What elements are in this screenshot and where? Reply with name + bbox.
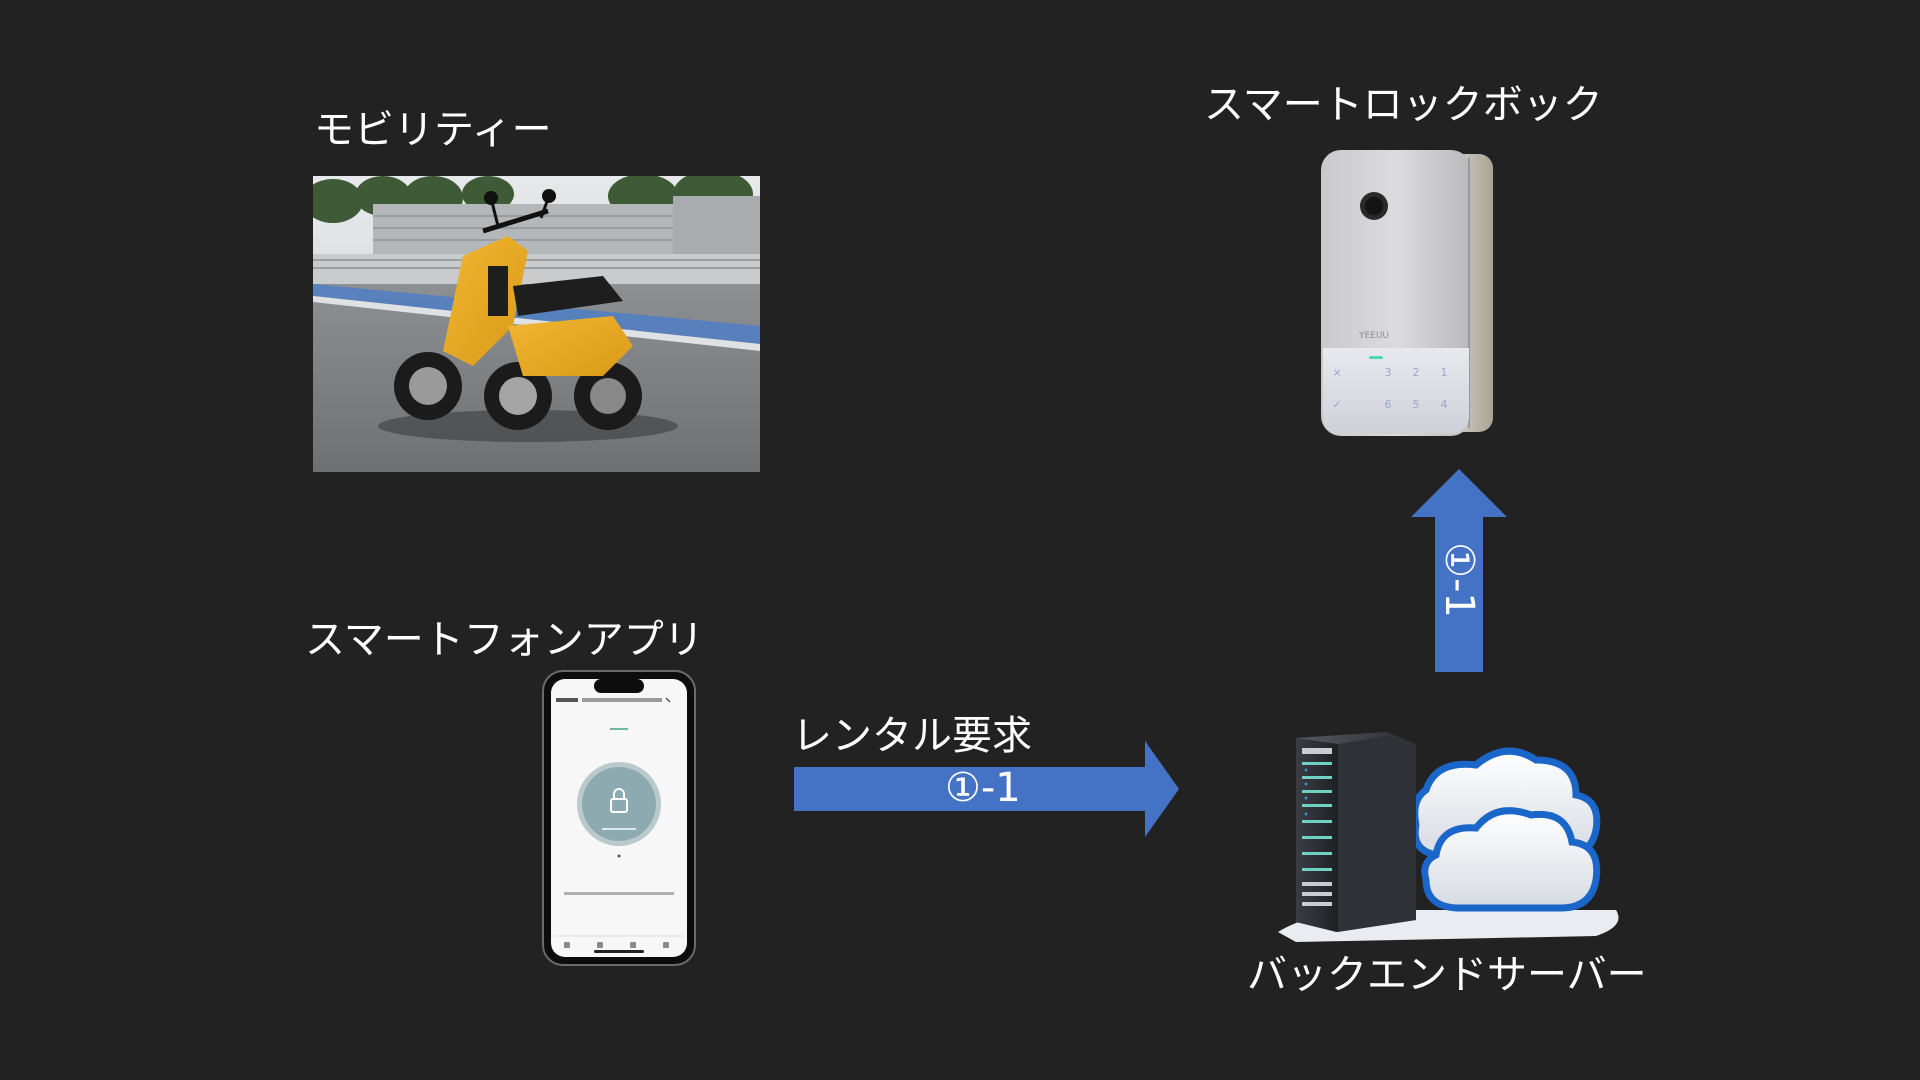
arrow-server-to-lock	[1411, 469, 1507, 672]
rental-request-label: レンタル要求	[792, 713, 1032, 759]
lockbox-label: スマートロックボック	[1204, 82, 1603, 128]
arrow-server-to-lock-step: ①-1	[1436, 542, 1482, 618]
arrow-app-to-server	[794, 741, 1179, 837]
keypad-key-2[interactable]: 2	[1413, 366, 1420, 379]
keypad-key-5[interactable]: 5	[1413, 398, 1420, 411]
keypad-key-1[interactable]: 1	[1441, 366, 1448, 379]
keypad-key-confirm[interactable]: ✓	[1332, 398, 1341, 411]
keypad-key-4[interactable]: 4	[1441, 398, 1448, 411]
backend-label: バックエンドサーバー	[1247, 952, 1647, 998]
arrow-app-to-server-step: ①-1	[945, 765, 1021, 811]
mobility-photo	[313, 176, 760, 472]
backend-server-image	[1278, 732, 1619, 942]
mobility-label: モビリティー	[314, 107, 552, 153]
keypad-key-cancel[interactable]: ×	[1332, 366, 1341, 379]
smart-lock-box-image: YEEUU 1 2 3 × 4 5 6 ✓	[1321, 150, 1493, 436]
smartphone-image	[542, 670, 696, 966]
lock-brand-text: YEEUU	[1358, 331, 1389, 341]
keypad-key-3[interactable]: 3	[1385, 366, 1392, 379]
keypad-key-6[interactable]: 6	[1385, 398, 1392, 411]
smartphone-label: スマートフォンアプリ	[305, 617, 704, 663]
